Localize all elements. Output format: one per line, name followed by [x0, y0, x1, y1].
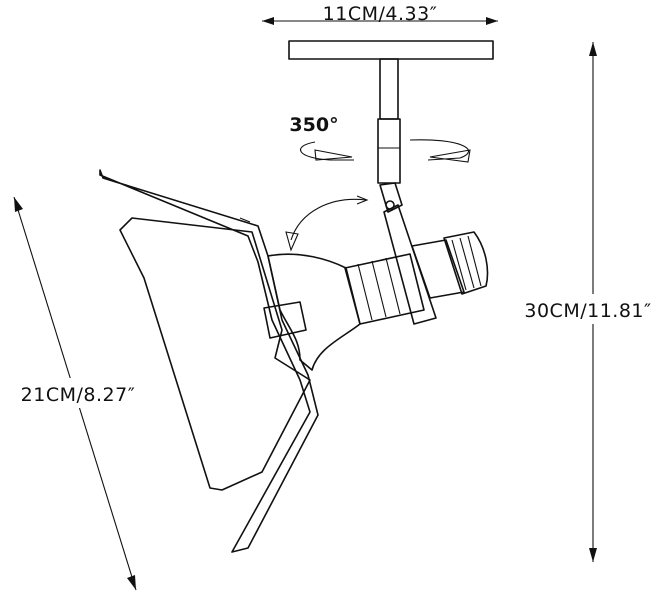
- barn-door-clip: [263, 301, 307, 339]
- mounting-stem: [377, 58, 401, 184]
- diagonal-arrow-top: [14, 197, 23, 212]
- rotation-arrowhead-left: [314, 149, 353, 161]
- socket-body: [411, 239, 465, 299]
- tilt-arrow-tail: [356, 195, 369, 205]
- height-label-bg: [508, 294, 668, 324]
- rotation-arc-left: [300, 141, 354, 161]
- stem-upper: [379, 58, 399, 120]
- height-dimension: 30CM/11.81″: [508, 42, 668, 562]
- lamp-socket: [344, 231, 489, 325]
- ceiling-plate: [288, 40, 494, 60]
- yoke-arm: [383, 204, 437, 325]
- tilt-indicator: [285, 195, 369, 252]
- height-arrow-bottom: [589, 548, 597, 562]
- diagonal-arrow-bottom: [127, 575, 136, 590]
- barn-door-plate: [119, 217, 311, 491]
- barn-door-rod: [99, 169, 319, 553]
- stem-lower: [377, 118, 401, 184]
- rotation-arc-right: [409, 139, 469, 161]
- width-arrow-right: [486, 17, 498, 25]
- diagonal-dimension: 21CM/8.27″: [0, 196, 160, 591]
- socket-rib-1: [451, 239, 467, 291]
- socket-rib-3: [467, 235, 482, 287]
- tilt-arc: [290, 198, 367, 241]
- width-arrow-left: [262, 17, 274, 25]
- neck-ring-1: [357, 263, 373, 321]
- socket-cap: [443, 231, 489, 295]
- socket-rib-2: [459, 237, 475, 289]
- rotation-label: 350°: [289, 114, 338, 136]
- rotation-arrowhead-right: [429, 149, 471, 163]
- width-dimension: 11CM/4.33″: [262, 3, 498, 25]
- diagonal-label: 21CM/8.27″: [21, 384, 136, 406]
- yoke-bracket: [379, 182, 437, 325]
- width-label: 11CM/4.33″: [323, 3, 438, 25]
- height-label: 30CM/11.81″: [524, 300, 651, 322]
- rod-tip: [239, 217, 251, 223]
- neck-ring-2: [371, 260, 387, 318]
- neck-ring-3: [385, 257, 401, 315]
- barn-door: [99, 169, 319, 553]
- rotation-indicator: 350°: [289, 114, 471, 163]
- swivel-joint: [379, 182, 403, 213]
- tilt-arrowhead: [285, 231, 299, 252]
- height-arrow-top: [589, 42, 597, 56]
- reflector-bowl: [267, 253, 361, 371]
- diagonal-label-bg: [0, 378, 160, 408]
